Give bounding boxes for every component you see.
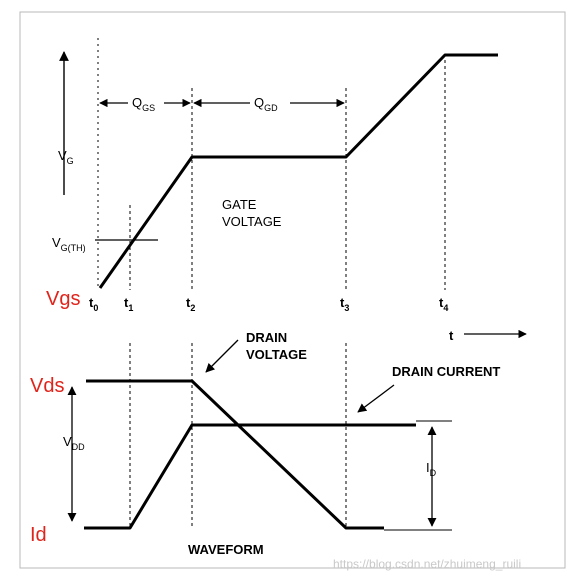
drain-current-label: DRAIN CURRENT (392, 364, 500, 379)
drain-voltage-curve (86, 379, 384, 530)
drain-voltage-pointer (205, 339, 239, 373)
qgd-label: QGD (254, 95, 278, 113)
waveform-caption: WAVEFORM (188, 542, 264, 557)
drain-current-curve (84, 423, 416, 530)
t4-label: t4 (439, 295, 448, 313)
watermark: https://blog.csdn.net/zhuimeng_ruili (333, 557, 521, 571)
drain-voltage-label-line2: VOLTAGE (246, 347, 307, 362)
diagram-frame (19, 11, 566, 569)
gate-voltage-curve (98, 53, 498, 289)
drain-current-pointer (357, 384, 395, 413)
vds-label: Vds (30, 375, 64, 397)
gate-label-line2: VOLTAGE (222, 214, 282, 229)
drain-voltage-label-line1: DRAIN (246, 330, 287, 345)
t0-label: t0 (89, 295, 98, 313)
threshold-label: VG(TH) (52, 235, 86, 253)
id-label: Id (30, 524, 47, 546)
vdd-label: VDD (63, 434, 85, 452)
t-axis-label: t (449, 328, 454, 343)
vgs-label: Vgs (46, 288, 80, 310)
t3-label: t3 (340, 295, 349, 313)
t2-label: t2 (186, 295, 195, 313)
gate-label-line1: GATE (222, 197, 257, 212)
id-arrow-label: ID (426, 460, 437, 478)
t1-label: t1 (124, 295, 133, 313)
qgs-label: QGS (132, 95, 155, 113)
vg-axis-label: VG (58, 148, 74, 166)
